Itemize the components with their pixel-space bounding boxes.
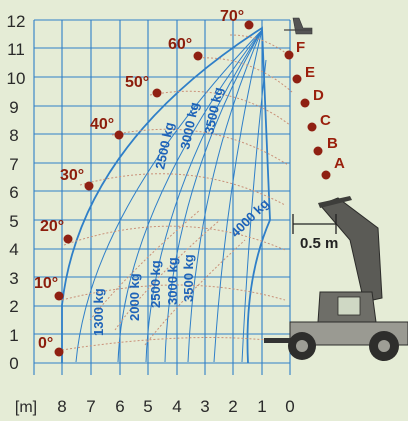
x-tick: 4 (172, 397, 181, 416)
attachment-points: A B C D E F (284, 39, 345, 180)
capacity-label: 3000 kg (165, 257, 180, 305)
point-label: B (327, 135, 338, 152)
angle-label: 10° (34, 275, 58, 292)
y-tick: 7 (9, 155, 18, 174)
y-tick: 6 (9, 183, 18, 202)
y-tick: 5 (9, 212, 18, 231)
scale-label: 0.5 m (300, 235, 338, 252)
y-tick: 4 (9, 240, 18, 259)
x-tick: 1 (257, 397, 266, 416)
angle-dot (63, 234, 73, 244)
y-tick: 11 (7, 40, 25, 59)
x-tick: 0 (285, 397, 294, 416)
capacity-label: 2000 kg (127, 273, 142, 321)
angle-label: 0° (38, 335, 53, 352)
x-tick: 6 (115, 397, 124, 416)
angle-dot (84, 181, 94, 191)
mast (292, 17, 313, 35)
angle-label: 30° (60, 167, 84, 184)
y-tick: 3 (9, 269, 18, 288)
point-dot (313, 146, 323, 156)
curve-1300 (75, 29, 263, 363)
y-tick: 10 (7, 69, 26, 88)
curve-2000 (117, 29, 263, 363)
angle-markers: 0° 10° 20° 30° 40° 50° 60° 70° (34, 8, 254, 357)
angle-arcs (61, 34, 293, 351)
angle-dot (193, 51, 203, 61)
curve-3500 (187, 29, 263, 363)
curve-2500 (145, 29, 263, 363)
x-tick: 2 (228, 397, 237, 416)
capacity-label: 2500 kg (148, 260, 163, 308)
x-unit-label: [m] (15, 399, 37, 416)
angle-label: 60° (168, 36, 192, 53)
capacity-label: 3500 kg (181, 254, 196, 302)
fork (318, 196, 352, 208)
point-dot (292, 74, 302, 84)
point-dot (300, 98, 310, 108)
angle-label: 50° (125, 74, 149, 91)
curve-3000 (164, 29, 263, 363)
y-tick: 0 (9, 354, 18, 373)
angle-dot (54, 291, 64, 301)
y-tick: 12 (7, 12, 26, 31)
y-tick: 1 (9, 326, 18, 345)
point-dot (321, 170, 331, 180)
reach-envelope (61, 26, 271, 364)
capacity-label: 1300 kg (91, 288, 106, 336)
point-label: A (334, 155, 345, 172)
angle-dot (244, 20, 254, 30)
angle-dot (114, 130, 124, 140)
telehandler-illustration (264, 17, 408, 361)
angle-label: 40° (90, 116, 114, 133)
angle-dot (54, 347, 64, 357)
point-dot (284, 50, 294, 60)
scale-indicator: 0.5 m (292, 214, 338, 252)
point-label: E (305, 64, 315, 81)
load-curves (61, 26, 271, 364)
boom (319, 197, 383, 303)
curve-4000 (213, 29, 263, 363)
capacity-label: 3000 kg (177, 101, 202, 151)
point-label: D (313, 87, 324, 104)
point-label: F (296, 39, 305, 56)
angle-label: 70° (220, 8, 244, 25)
capacity-labels: 1300 kg 2000 kg 2500 kg 3000 kg 3500 kg … (91, 86, 272, 336)
grid (33, 19, 291, 375)
front-forks (264, 338, 290, 343)
x-tick: 8 (57, 397, 66, 416)
x-axis: [m] 8 7 6 5 4 3 2 1 0 (15, 397, 295, 416)
x-tick: 7 (86, 397, 95, 416)
y-tick: 9 (9, 98, 18, 117)
x-tick: 3 (200, 397, 209, 416)
angle-label: 20° (40, 218, 64, 235)
point-label: C (320, 112, 331, 129)
y-axis: 0 1 2 3 4 5 6 7 8 9 10 11 12 (7, 12, 26, 373)
y-tick: 8 (9, 126, 18, 145)
point-dot (307, 122, 317, 132)
cab-window (337, 296, 361, 316)
angle-dot (152, 88, 162, 98)
curve-4500 (241, 59, 267, 363)
y-tick: 2 (9, 297, 18, 316)
x-tick: 5 (143, 397, 152, 416)
